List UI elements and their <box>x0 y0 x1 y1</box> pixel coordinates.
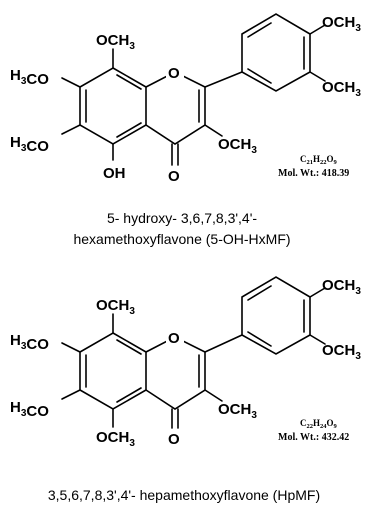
c3-2-methoxy-label: OCH3 <box>218 401 257 421</box>
ring-b-2-linkage <box>204 334 243 353</box>
c6-2-substituent-bond <box>61 389 81 400</box>
c4p-substituent-bond <box>309 24 326 35</box>
c3-methoxy-label: OCH3 <box>218 136 257 156</box>
c8-2-methoxy-text: OCH3 <box>96 297 135 317</box>
compound-1-structure <box>61 13 326 166</box>
ring-oxygen-background <box>166 62 184 82</box>
c4p-2-substituent-bond <box>309 287 326 298</box>
c7-methoxy-label: H3CO <box>10 67 49 88</box>
compound-1-name-line-1: 5- hydroxy- 3,6,7,8,3',4'- <box>107 210 257 226</box>
c3p-methoxy-label: OCH3 <box>322 79 361 99</box>
ring-a-double-bond-3 <box>116 122 142 138</box>
c7-substituent-bond <box>61 77 81 88</box>
ring-b-2-double-bond-3 <box>247 331 272 347</box>
ring-a <box>79 67 147 145</box>
c5-hydroxy-text: OH <box>103 165 126 182</box>
c6-substituent-bond <box>61 124 81 135</box>
compound-1-formula-c: 21 <box>307 159 314 166</box>
c3p-substituent-bond <box>309 71 326 82</box>
compound-2-formula-h: 24 <box>320 423 327 430</box>
c7-methoxy-text: H3CO <box>10 67 49 88</box>
compound-1-formula-h: 22 <box>320 159 327 166</box>
ring-b <box>241 13 311 92</box>
compound-2-mol-wt: Mol. Wt.: 432.42 <box>278 432 349 443</box>
compound-1-name-line-2: hexamethoxyflavone (5-OH-HxMF) <box>73 231 290 247</box>
c3-substituent-bond <box>204 124 223 137</box>
ring-b-2-double-bond-1 <box>247 285 272 301</box>
ring-oxygen-2-label: O <box>168 330 180 347</box>
c8-methoxy-text: OCH3 <box>96 32 135 52</box>
ring-a-2-double-bond-1 <box>116 339 142 355</box>
ring-oxygen-2-background <box>166 327 184 347</box>
compound-1-formula-o: 9 <box>334 159 338 166</box>
c3-2-substituent-bond <box>204 389 223 402</box>
c5-hydroxy-label: OH <box>103 165 126 182</box>
c4p-2-methoxy-label: OCH3 <box>322 277 361 297</box>
c5-2-methoxy-text: OCH3 <box>96 429 135 449</box>
ring-b-double-bond-1 <box>247 22 272 38</box>
c6-2-methoxy-text: H3CO <box>10 399 49 420</box>
ring-a-2-double-bond-3 <box>116 387 142 403</box>
compound-2-formula-o: 9 <box>334 423 338 430</box>
compound-2-formula: C22H24O9 <box>300 418 338 430</box>
c3-2-methoxy-text: OCH3 <box>218 401 257 421</box>
c4p-methoxy-text: OCH3 <box>322 14 361 34</box>
ring-c-2 <box>145 336 206 410</box>
c7-2-methoxy-label: H3CO <box>10 332 49 353</box>
ring-b-double-bond-3 <box>247 68 272 84</box>
c8-methoxy-label: OCH3 <box>96 32 135 52</box>
ring-b-linkage <box>204 71 243 88</box>
c7-2-methoxy-text: H3CO <box>10 332 49 353</box>
c3-methoxy-text: OCH3 <box>218 136 257 156</box>
c6-methoxy-text: H3CO <box>10 134 49 155</box>
c3p-2-methoxy-text: OCH3 <box>322 342 361 362</box>
compound-2-formula-c: 22 <box>307 423 314 430</box>
ring-oxygen-label: O <box>168 65 180 82</box>
ring-a-2 <box>79 332 147 410</box>
c8-2-methoxy-label: OCH3 <box>96 297 135 317</box>
c7-2-substituent-bond <box>61 342 81 353</box>
c4p-2-methoxy-text: OCH3 <box>322 277 361 297</box>
c4-carbonyl-oxygen-label: O <box>168 168 180 185</box>
ring-b-2 <box>241 276 311 355</box>
c5-2-methoxy-label: OCH3 <box>96 429 135 449</box>
c3p-methoxy-text: OCH3 <box>322 79 361 99</box>
c4-2-carbonyl-oxygen-label: O <box>168 431 180 448</box>
compound-1-mol-wt: Mol. Wt.: 418.39 <box>278 168 349 179</box>
c4p-methoxy-label: OCH3 <box>322 14 361 34</box>
ring-a-double-bond-1 <box>116 74 142 90</box>
c3p-2-methoxy-label: OCH3 <box>322 342 361 362</box>
compound-1-formula: C21H22O9 <box>300 154 338 166</box>
compound-2-name: 3,5,6,7,8,3',4'- hepamethoxyflavone (HpM… <box>48 487 320 503</box>
c6-2-methoxy-label: H3CO <box>10 399 49 420</box>
c3p-2-substituent-bond <box>309 334 326 345</box>
c6-methoxy-label: H3CO <box>10 134 49 155</box>
ring-c <box>145 71 206 145</box>
